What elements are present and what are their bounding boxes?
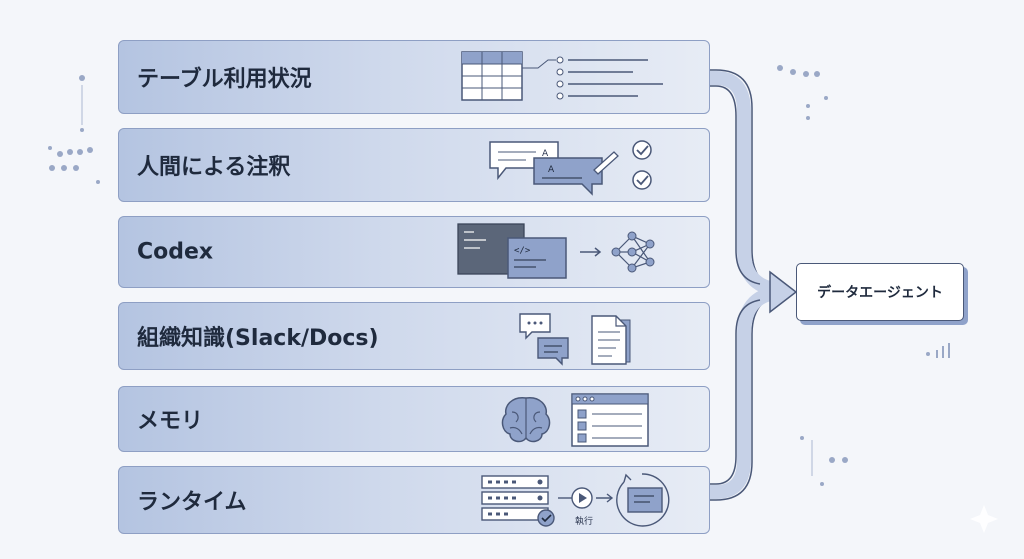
source-label: ランタイム	[137, 490, 247, 515]
chat-docs-icon	[519, 313, 631, 366]
data-agent-label: データエージェント	[817, 285, 943, 301]
source-label: 人間による注釈	[137, 155, 291, 180]
source-label: メモリ	[137, 409, 204, 434]
source-label: 組織知識(Slack/Docs)	[137, 326, 379, 351]
source-row-table-usage: テーブル利用状況	[118, 40, 710, 114]
source-row-human-annotation: 人間による注釈	[118, 128, 710, 202]
flow-fill	[710, 71, 787, 499]
annotation-letter-a: A	[542, 149, 549, 159]
source-row-runtime: ランタイム	[118, 466, 710, 534]
decor-bars	[936, 343, 950, 358]
data-agent-box: データエージェント	[796, 263, 964, 321]
annotation-letter-b: A	[548, 165, 555, 175]
server-execution-icon	[481, 473, 670, 527]
code-tag-text: </>	[514, 246, 531, 256]
source-row-codex: Codex	[118, 216, 710, 288]
execute-label: 執行	[575, 517, 594, 527]
table-icon	[461, 51, 663, 101]
flow-arrowhead	[769, 270, 798, 314]
decor-dots-right	[777, 65, 930, 486]
source-label: テーブル利用状況	[137, 67, 312, 92]
source-label: Codex	[137, 239, 214, 265]
decor-dots-left	[48, 75, 100, 184]
annotation-icon: A A	[489, 140, 652, 196]
code-network-icon: </>	[457, 223, 655, 279]
flow-connector-inner	[710, 85, 761, 485]
brain-icon	[501, 393, 649, 447]
